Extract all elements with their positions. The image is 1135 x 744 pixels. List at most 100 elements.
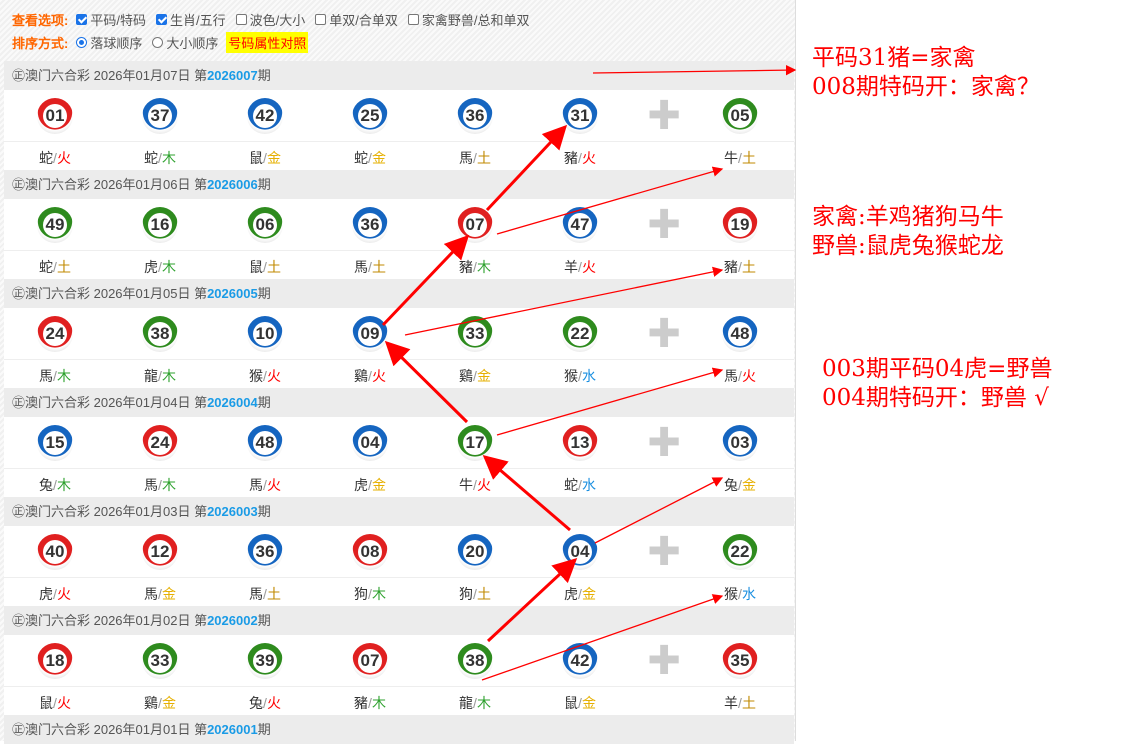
number-ball: 06 — [247, 207, 283, 243]
number-ball: 25 — [352, 98, 388, 134]
zodiac: 虎 — [354, 477, 369, 493]
separator: / — [738, 150, 742, 166]
number-ball: 40 — [37, 534, 73, 570]
zodiac: 蛇 — [144, 150, 159, 166]
number-ball: 09 — [352, 316, 388, 352]
separator: / — [263, 259, 267, 275]
zodiac: 虎 — [39, 586, 54, 602]
label-row: 馬/木龍/木猴/火鷄/火鷄/金猴/水馬/火 — [4, 360, 794, 388]
zodiac: 馬 — [144, 586, 159, 602]
element: 土 — [741, 259, 756, 275]
number-attribute-link[interactable]: 号码属性对照 — [226, 32, 309, 53]
ball-number: 24 — [43, 322, 67, 346]
zodiac: 豬 — [724, 259, 739, 275]
option-checkbox-1[interactable]: 生肖/五行 — [155, 10, 226, 29]
element: 金 — [581, 695, 596, 711]
zodiac: 牛 — [724, 150, 739, 166]
option-label: 单双/合单双 — [329, 13, 398, 28]
ball-number: 42 — [568, 649, 592, 673]
zodiac-element-label: 虎/火 — [39, 584, 71, 604]
zodiac: 鷄 — [144, 695, 159, 711]
number-ball: 04 — [352, 425, 388, 461]
view-options: 查看选项: 平码/特码生肖/五行波色/大小单双/合单双家禽野兽/总和单双 — [12, 10, 529, 29]
element: 金 — [371, 150, 386, 166]
arrow-line — [486, 557, 578, 643]
checkbox-icon[interactable] — [315, 14, 327, 25]
zodiac-element-label: 虎/木 — [144, 257, 176, 277]
draw-title: ㊣澳门六合彩 2026年01月05日 第 — [12, 286, 208, 301]
element: 土 — [741, 150, 756, 166]
separator: / — [578, 695, 582, 711]
element: 土 — [266, 586, 281, 602]
zodiac: 兔 — [724, 477, 739, 493]
option-checkbox-2[interactable]: 波色/大小 — [235, 10, 305, 29]
checkbox-icon[interactable] — [155, 14, 167, 25]
checkbox-icon[interactable] — [235, 14, 247, 25]
zodiac-element-label: 蛇/土 — [39, 257, 71, 277]
sort-label: 排序方式: — [12, 36, 69, 51]
draw-suffix: 期 — [257, 613, 271, 628]
zodiac-element-label: 馬/金 — [144, 584, 176, 604]
zodiac-element-label: 蛇/金 — [354, 148, 386, 168]
checkbox-icon[interactable] — [407, 14, 419, 25]
zodiac: 虎 — [564, 586, 579, 602]
option-label: 平码/特码 — [90, 13, 146, 28]
zodiac-element-label: 鼠/金 — [249, 148, 281, 168]
radio-icon[interactable] — [152, 37, 164, 48]
zodiac: 虎 — [144, 259, 159, 275]
ball-number: 07 — [358, 649, 382, 673]
separator: / — [368, 586, 372, 602]
element: 木 — [371, 586, 386, 602]
sort-radio-1[interactable]: 大小顺序 — [152, 33, 218, 52]
zodiac-element-label: 馬/木 — [39, 366, 71, 386]
ball-number: 06 — [253, 213, 277, 237]
element: 金 — [741, 477, 756, 493]
zodiac-element-label: 狗/土 — [459, 584, 491, 604]
draw-title: ㊣澳门六合彩 2026年01月01日 第 — [12, 722, 208, 737]
separator: / — [53, 695, 57, 711]
arrow-line — [481, 594, 724, 681]
ball-number: 38 — [148, 322, 172, 346]
option-checkbox-4[interactable]: 家禽野兽/总和单双 — [407, 10, 529, 29]
ball-number: 15 — [43, 431, 67, 455]
zodiac: 馬 — [144, 477, 159, 493]
number-ball: 16 — [142, 207, 178, 243]
number-ball: 07 — [352, 643, 388, 679]
element: 金 — [581, 586, 596, 602]
option-label: 生肖/五行 — [169, 13, 226, 28]
draw-suffix: 期 — [257, 504, 271, 519]
zodiac: 兔 — [249, 695, 264, 711]
element: 火 — [56, 695, 71, 711]
draw-period: 2026002 — [207, 613, 258, 628]
element: 土 — [371, 259, 386, 275]
arrow-line — [592, 64, 797, 76]
checkbox-icon[interactable] — [76, 14, 88, 25]
zodiac: 蛇 — [39, 150, 54, 166]
zodiac: 兔 — [39, 477, 54, 493]
option-checkbox-3[interactable]: 单双/合单双 — [315, 10, 398, 29]
separator: / — [263, 586, 267, 602]
arrow-line — [381, 234, 470, 327]
arrow-line — [485, 124, 568, 212]
ball-number: 17 — [463, 431, 487, 455]
element: 火 — [266, 695, 281, 711]
draw-header: ㊣澳门六合彩 2026年01月03日 第2026003期 — [4, 497, 794, 526]
zodiac-element-label: 猴/水 — [724, 584, 756, 604]
ball-number: 24 — [148, 431, 172, 455]
zodiac: 鷄 — [354, 368, 369, 384]
zodiac-element-label: 馬/土 — [459, 148, 491, 168]
zodiac-element-label: 鷄/金 — [459, 366, 491, 386]
zodiac-element-label: 豬/木 — [354, 693, 386, 713]
zodiac: 牛 — [459, 477, 474, 493]
sort-radio-0[interactable]: 落球顺序 — [76, 33, 142, 52]
radio-icon[interactable] — [76, 37, 88, 48]
zodiac-element-label: 蛇/木 — [144, 148, 176, 168]
annotation-3: 003期平码04虎=野兽 004期特码开：野兽 √ — [822, 356, 1053, 411]
element: 土 — [56, 259, 71, 275]
zodiac: 豬 — [459, 259, 474, 275]
option-checkbox-0[interactable]: 平码/特码 — [76, 10, 146, 29]
special-ball: 05 — [722, 98, 758, 134]
